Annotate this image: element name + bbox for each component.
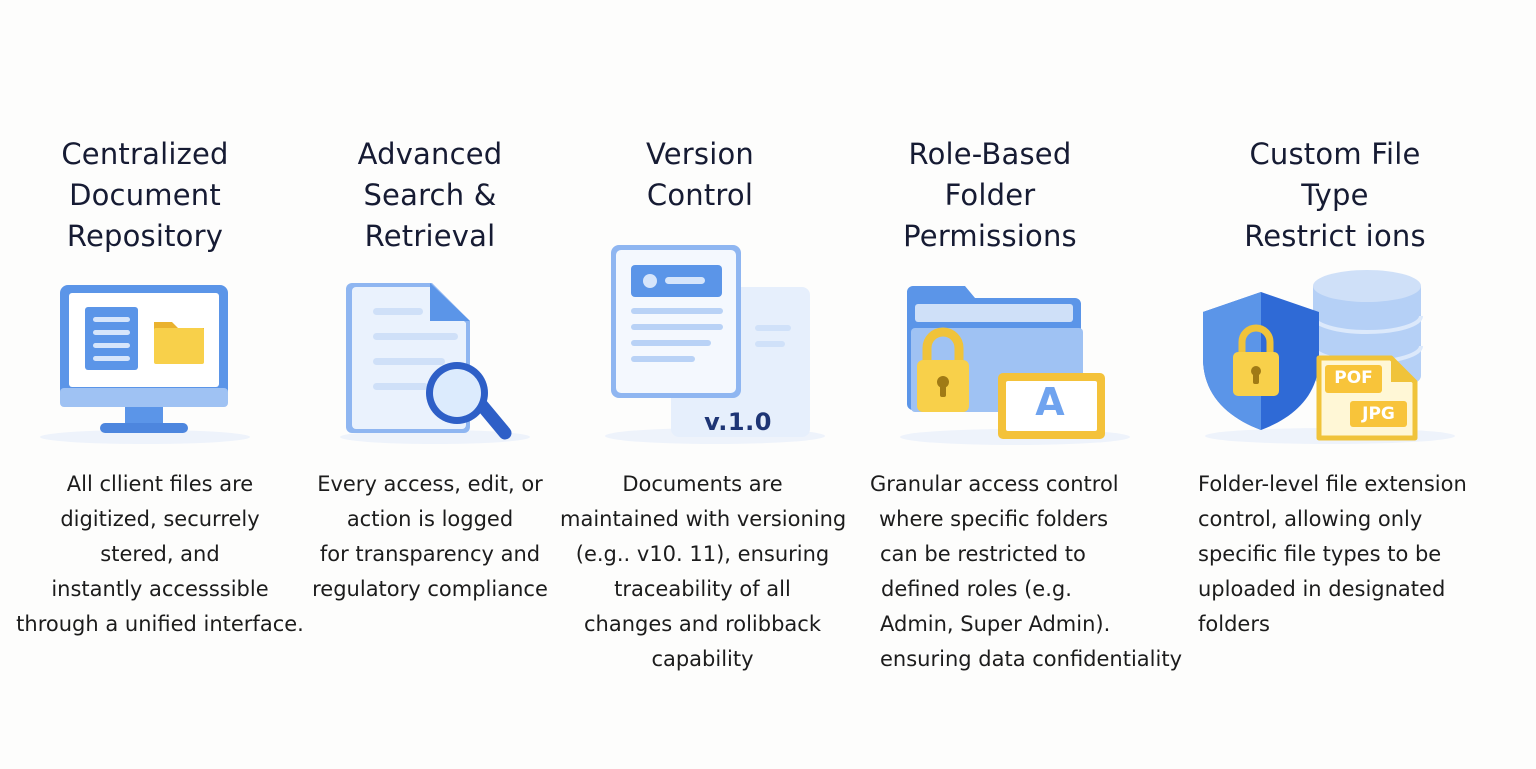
locked-folder-icon	[900, 286, 1130, 445]
feature-description: Every access, edit, or action is logged …	[312, 472, 548, 601]
feature-description: All cllient files are digitized, securre…	[16, 472, 304, 636]
feature-description: Folder-level file extension control, all…	[1198, 472, 1467, 636]
feature-file-type-restrictions: Custom File Type Restrict ions POF JPG F…	[1180, 0, 1480, 769]
monitor-folder-icon	[40, 285, 250, 444]
jpg-label: JPG	[1362, 404, 1395, 424]
versioned-documents-icon	[605, 245, 825, 444]
feature-title: Version Control	[645, 137, 755, 212]
feature-title: Advanced Search & Retrieval	[357, 137, 503, 253]
feature-centralized-repository: Centralized Document Repository All clli…	[0, 0, 304, 769]
feature-version-control: Version Control v.1.0 Documents are main…	[560, 0, 846, 769]
pdf-label: POF	[1334, 368, 1373, 388]
version-label: v.1.0	[704, 408, 772, 436]
feature-advanced-search: Advanced Search & Retrieval Every access…	[300, 0, 560, 769]
feature-description: Documents are maintained with versioning…	[560, 472, 847, 671]
feature-title: Custom File Type Restrict ions	[1244, 137, 1426, 253]
feature-role-based-permissions: Role-Based Folder Permissions A Granular…	[860, 0, 1182, 769]
shield-database-icon	[1203, 270, 1455, 444]
feature-description: Granular access control where specific f…	[870, 472, 1182, 671]
role-letter: A	[1035, 380, 1065, 424]
document-search-icon	[340, 283, 530, 444]
feature-title: Centralized Document Repository	[61, 137, 229, 253]
feature-title: Role-Based Folder Permissions	[903, 137, 1077, 253]
